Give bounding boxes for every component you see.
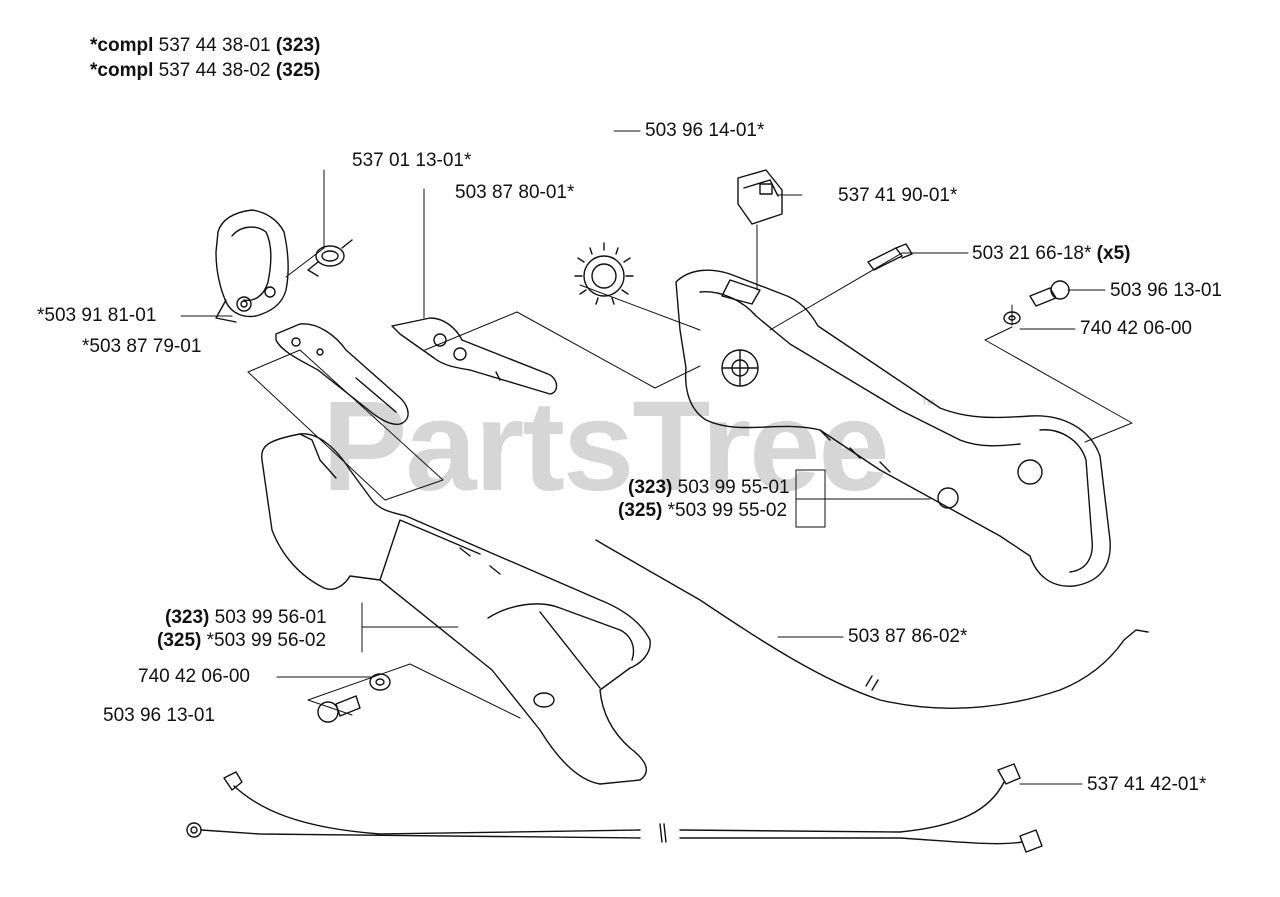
trigger-lever-part bbox=[275, 323, 409, 425]
part-label-503-99-56-02[interactable]: (325) *503 99 56-02 bbox=[157, 630, 326, 652]
part-label-503-99-55-02[interactable]: (325) *503 99 55-02 bbox=[618, 500, 787, 522]
wire-harness-part bbox=[186, 763, 1043, 853]
throttle-cable-part bbox=[595, 539, 1149, 709]
assembly-part-number[interactable]: 537 44 38-02 bbox=[158, 60, 271, 81]
part-label-503-87-79-01[interactable]: *503 87 79-01 bbox=[82, 336, 202, 357]
compl-prefix: *compl bbox=[90, 35, 154, 56]
left-handle-housing-part bbox=[261, 433, 651, 785]
screw-washer-part bbox=[1003, 280, 1070, 325]
part-label-740-42-06-00-lower[interactable]: 740 42 06-00 bbox=[138, 666, 250, 687]
part-label-740-42-06-00-upper[interactable]: 740 42 06-00 bbox=[1080, 318, 1192, 339]
part-number: *503 99 56-02 bbox=[206, 630, 327, 651]
part-number: 503 99 56-01 bbox=[214, 607, 327, 628]
part-label-503-87-80-01[interactable]: 503 87 80-01* bbox=[455, 182, 575, 203]
assembly-part-number[interactable]: 537 44 38-01 bbox=[158, 35, 271, 56]
leader-lines bbox=[180, 130, 1133, 785]
throttle-bracket-part bbox=[215, 209, 289, 323]
part-label-537-01-13-01[interactable]: 537 01 13-01* bbox=[352, 150, 472, 171]
part-label-503-99-56-01[interactable]: (323) 503 99 56-01 bbox=[165, 607, 327, 629]
part-number: 503 99 55-01 bbox=[677, 477, 790, 498]
part-label-503-87-86-02[interactable]: 503 87 86-02* bbox=[848, 626, 968, 647]
model-tag: (325) bbox=[157, 630, 202, 651]
part-number: *503 99 55-02 bbox=[667, 500, 788, 521]
part-label-537-41-90-01[interactable]: 537 41 90-01* bbox=[838, 185, 958, 206]
lockout-lever-part bbox=[391, 317, 558, 395]
model-tag: (323) bbox=[275, 35, 321, 56]
spring-part bbox=[307, 239, 353, 277]
compl-prefix: *compl bbox=[90, 60, 154, 81]
model-tag: (323) bbox=[165, 607, 210, 628]
part-label-503-96-13-01-upper[interactable]: 503 96 13-01 bbox=[1110, 280, 1222, 301]
part-label-503-99-55-01[interactable]: (323) 503 99 55-01 bbox=[628, 477, 790, 499]
model-tag: (323) bbox=[628, 477, 673, 498]
watermark-trademark: ™ bbox=[921, 396, 935, 412]
stop-switch-part bbox=[737, 169, 783, 225]
model-tag: (325) bbox=[275, 60, 321, 81]
assembly-header-325: *compl 537 44 38-02 (325) bbox=[90, 59, 320, 83]
part-label-537-41-42-01[interactable]: 537 41 42-01* bbox=[1087, 774, 1207, 795]
screw-part bbox=[867, 243, 913, 271]
model-tag: (325) bbox=[618, 500, 663, 521]
star-washer-part bbox=[574, 242, 634, 305]
assembly-header-323: *compl 537 44 38-01 (323) bbox=[90, 34, 320, 58]
right-handle-housing-part bbox=[675, 269, 1111, 587]
quantity-tag: (x5) bbox=[1096, 243, 1131, 264]
part-label-503-21-66-18[interactable]: 503 21 66-18* (x5) bbox=[972, 243, 1130, 265]
part-label-503-91-81-01[interactable]: *503 91 81-01 bbox=[37, 305, 157, 326]
lower-screw-washer-part bbox=[317, 673, 391, 723]
part-label-503-96-13-01-lower[interactable]: 503 96 13-01 bbox=[103, 705, 215, 726]
part-label-503-96-14-01[interactable]: 503 96 14-01* bbox=[645, 120, 765, 141]
part-number: 503 21 66-18* bbox=[972, 243, 1092, 264]
